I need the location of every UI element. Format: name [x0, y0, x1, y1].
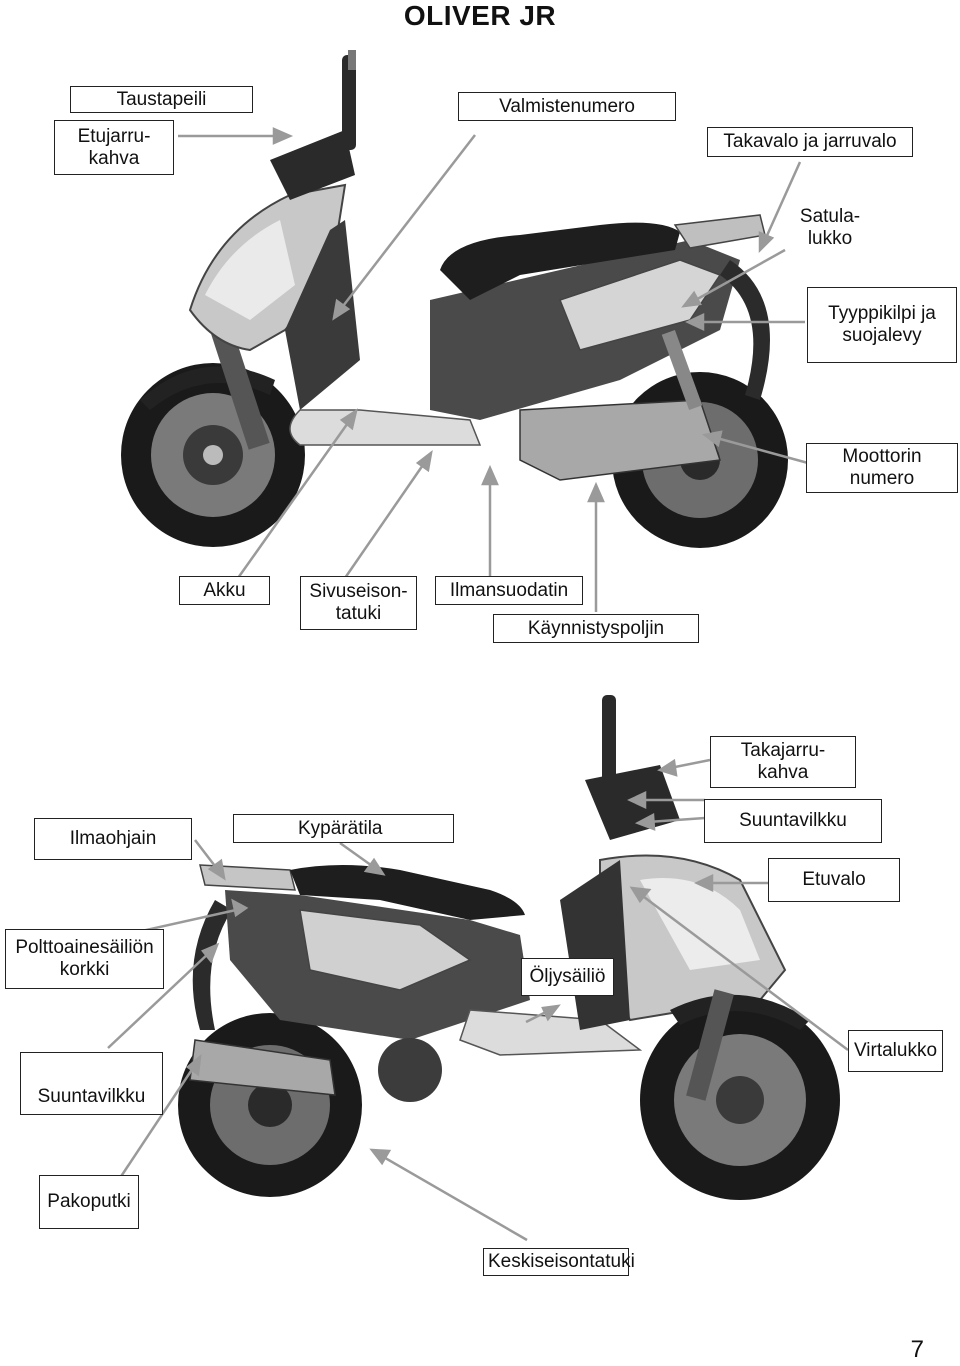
label-valmistenumero: Valmistenumero — [458, 92, 676, 121]
label-pakoputki: Pakoputki — [39, 1175, 139, 1229]
label-keskiseisontatuki: Keskiseisontatuki — [483, 1248, 635, 1276]
page-number: 7 — [910, 1336, 924, 1363]
label-tyyppikilpi-ja-suojalevy: Tyyppikilpi ja suojalevy — [807, 287, 957, 363]
label-suuntavilkku-front: Suuntavilkku — [704, 799, 882, 843]
label-kyparatila: Kypärätila — [233, 814, 454, 843]
label-satulalukko: Satula- lukko — [790, 202, 870, 254]
page-title: OLIVER JR — [403, 0, 557, 31]
label-virtalukko: Virtalukko — [848, 1030, 943, 1072]
label-kaynnistyspoljin: Käynnistyspoljin — [493, 614, 699, 643]
label-akku: Akku — [179, 576, 270, 605]
label-sivuseisontatuki: Sivuseison- tatuki — [300, 576, 417, 630]
label-suuntavilkku-rear: Suuntavilkku — [20, 1052, 163, 1115]
label-takavalo-ja-jarruvalo: Takavalo ja jarruvalo — [707, 127, 913, 157]
label-ilmaohjain: Ilmaohjain — [34, 818, 192, 860]
label-takajarrukahva: Takajarru- kahva — [710, 736, 856, 788]
label-oljysailio: Öljysäiliö — [521, 958, 614, 996]
label-etuvalo: Etuvalo — [768, 858, 900, 902]
top-scooter-illustration — [121, 50, 788, 548]
label-taustapeili: Taustapeili — [70, 86, 253, 113]
top-pointer-lines — [178, 127, 809, 612]
label-etujarrukahva: Etujarru- kahva — [54, 120, 174, 175]
label-ilmansuodatin: Ilmansuodatin — [435, 576, 583, 605]
label-polttoainesailion-korkki: Polttoainesäiliön korkki — [5, 929, 164, 989]
label-moottorin-numero: Moottorin numero — [806, 443, 958, 493]
